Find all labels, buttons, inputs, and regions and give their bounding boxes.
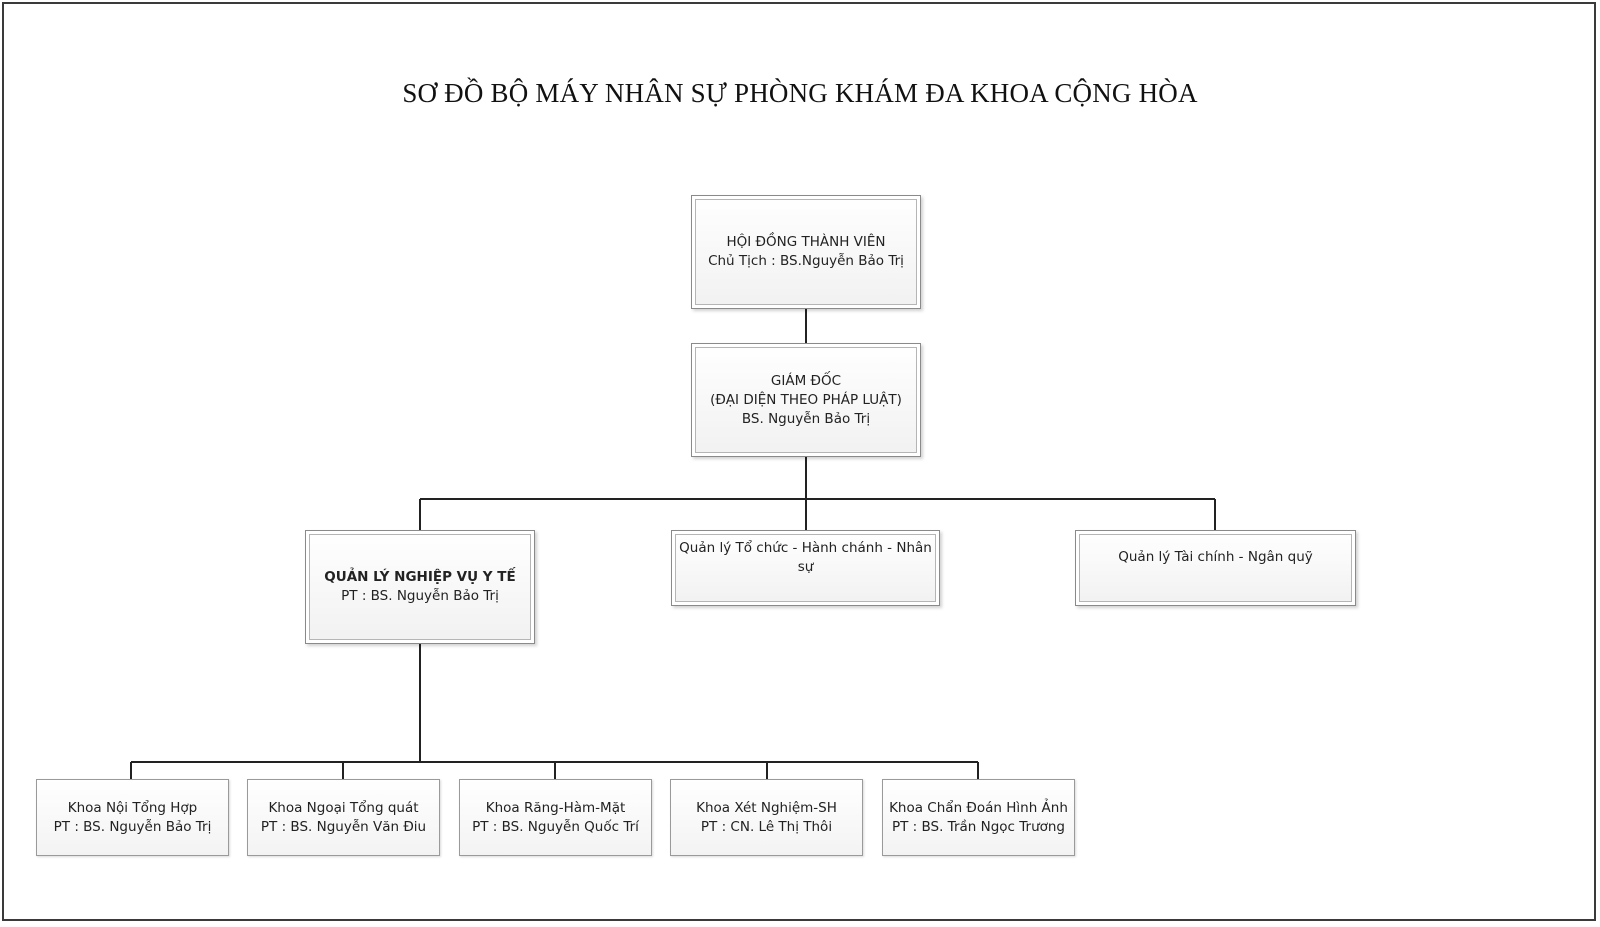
department-name: Khoa Xét Nghiệm-SH bbox=[696, 799, 837, 816]
director-name: BS. Nguyễn Bảo Trị bbox=[741, 410, 871, 427]
board-box: HỘI ĐỒNG THÀNH VIÊN Chủ Tịch : BS.Nguyễn… bbox=[691, 195, 921, 309]
board-chair: Chủ Tịch : BS.Nguyễn Bảo Trị bbox=[708, 253, 904, 269]
department-head: PT : BS. Nguyễn Bảo Trị bbox=[53, 818, 212, 835]
department-box-1: Khoa Nội Tổng Hợp PT : BS. Nguyễn Bảo Tr… bbox=[36, 779, 229, 856]
medical-manager-title: QUẢN LÝ NGHIỆP VỤ Y TẾ bbox=[324, 569, 516, 585]
department-box-2: Khoa Ngoại Tổng quát PT : BS. Nguyễn Văn… bbox=[247, 779, 440, 856]
finance-manager-box: Quản lý Tài chính - Ngân quỹ bbox=[1075, 530, 1356, 606]
department-name: Khoa Nội Tổng Hợp bbox=[67, 799, 198, 816]
admin-manager-title-line2: sự bbox=[797, 559, 814, 575]
director-title: GIÁM ĐỐC bbox=[770, 372, 842, 389]
department-box-4: Khoa Xét Nghiệm-SH PT : CN. Lê Thị Thôi bbox=[670, 779, 863, 856]
board-title: HỘI ĐỒNG THÀNH VIÊN bbox=[726, 234, 886, 250]
director-subtitle: (ĐẠI DIỆN THEO PHÁP LUẬT) bbox=[710, 391, 902, 408]
department-name: Khoa Ngoại Tổng quát bbox=[268, 799, 419, 816]
medical-manager-head: PT : BS. Nguyễn Bảo Trị bbox=[341, 588, 499, 604]
department-head: PT : BS. Nguyễn Quốc Trí bbox=[472, 818, 639, 835]
department-name: Khoa Răng-Hàm-Mặt bbox=[485, 799, 626, 816]
admin-manager-box: Quản lý Tổ chức - Hành chánh - Nhân sự bbox=[671, 530, 940, 606]
department-head: PT : BS. Nguyễn Văn Điu bbox=[260, 818, 427, 835]
department-head: PT : BS. Trần Ngọc Trương bbox=[891, 818, 1066, 835]
finance-manager-title: Quản lý Tài chính - Ngân quỹ bbox=[1118, 549, 1313, 565]
department-name: Khoa Chẩn Đoán Hình Ảnh bbox=[889, 799, 1068, 816]
director-box: GIÁM ĐỐC (ĐẠI DIỆN THEO PHÁP LUẬT) BS. N… bbox=[691, 343, 921, 457]
admin-manager-title-line1: Quản lý Tổ chức - Hành chánh - Nhân bbox=[679, 540, 932, 556]
department-head: PT : CN. Lê Thị Thôi bbox=[700, 818, 833, 835]
department-box-5: Khoa Chẩn Đoán Hình Ảnh PT : BS. Trần Ng… bbox=[882, 779, 1075, 856]
medical-manager-box: QUẢN LÝ NGHIỆP VỤ Y TẾ PT : BS. Nguyễn B… bbox=[305, 530, 535, 644]
department-box-3: Khoa Răng-Hàm-Mặt PT : BS. Nguyễn Quốc T… bbox=[459, 779, 652, 856]
page-title: SƠ ĐỒ BỘ MÁY NHÂN SỰ PHÒNG KHÁM ĐA KHOA … bbox=[402, 78, 1198, 108]
